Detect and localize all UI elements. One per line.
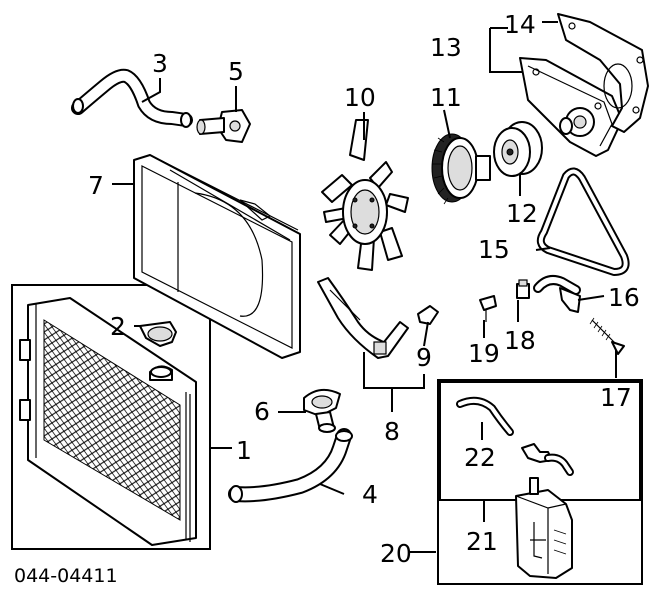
water-pump: [519, 57, 623, 157]
thermostat-housing: [196, 109, 251, 143]
radiator-cap: [139, 321, 177, 347]
callout-8: 8: [384, 417, 400, 446]
bolt: [479, 295, 497, 322]
fan-shroud: [133, 154, 301, 359]
callout-10: 10: [344, 83, 376, 112]
callout-3: 3: [152, 49, 168, 78]
fan-pulley: [493, 121, 543, 177]
reservoir-tank: [515, 477, 573, 579]
lower-hose: [228, 428, 353, 503]
water-pump-gasket: [557, 13, 649, 133]
diagram-code: 044-04411: [14, 565, 118, 587]
overflow-hose: [456, 396, 574, 476]
callout-9: 9: [416, 343, 432, 372]
callout-13: 13: [430, 33, 462, 62]
callout-20: 20: [380, 539, 412, 568]
upper-hose: [71, 68, 193, 128]
callout-22: 22: [464, 443, 496, 472]
callout-5: 5: [228, 57, 244, 86]
callout-11: 11: [430, 83, 462, 112]
stud-bolt: [589, 317, 625, 355]
callout-15: 15: [478, 235, 510, 264]
callout-19: 19: [468, 339, 500, 368]
callout-2: 2: [110, 312, 126, 341]
v-belt: [536, 167, 630, 276]
cooling-fan: [321, 119, 409, 271]
radiator-group-frame: [11, 284, 211, 550]
radiator: [11, 284, 211, 550]
callout-18: 18: [504, 326, 536, 355]
callout-14: 14: [504, 10, 536, 39]
callout-4: 4: [362, 480, 378, 509]
callout-21: 21: [466, 527, 498, 556]
water-inlet: [303, 388, 341, 433]
shroud-bracket: [317, 277, 439, 359]
leader-lines: [112, 21, 617, 553]
bypass-pipe: [533, 275, 581, 313]
fan-clutch: [431, 133, 491, 205]
callout-17: 17: [600, 383, 632, 412]
callout-16: 16: [608, 283, 640, 312]
callout-1: 1: [236, 436, 252, 465]
callout-6: 6: [254, 397, 270, 426]
callout-12: 12: [506, 199, 538, 228]
nut: [516, 279, 530, 299]
callout-7: 7: [88, 171, 104, 200]
reservoir-group-frame: [437, 379, 643, 585]
